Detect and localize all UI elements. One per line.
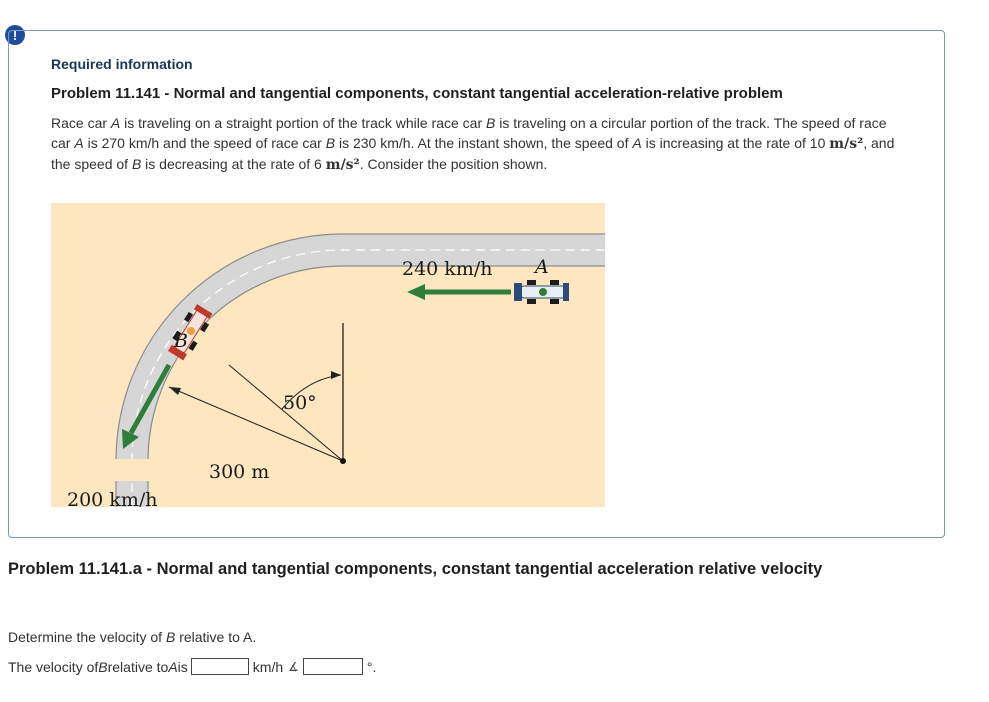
required-information-panel: Required information Problem 11.141 - No… <box>8 30 945 538</box>
problem-title: Problem 11.141 - Normal and tangential c… <box>51 85 783 102</box>
problem-statement: Race car A is traveling on a straight po… <box>51 115 895 173</box>
subproblem-title: Problem 11.141.a - Normal and tangential… <box>8 560 823 578</box>
speed-b-label: 200 km/h <box>67 489 157 507</box>
speed-a-label: 240 km/h <box>402 258 492 280</box>
angle-line <box>228 364 344 462</box>
race-car-a <box>514 280 569 304</box>
angle-arc-arrowhead <box>331 371 341 379</box>
center-point <box>340 458 346 464</box>
label-patch <box>65 459 167 481</box>
velocity-magnitude-input[interactable] <box>190 658 249 675</box>
unit-accel-a: m/s² <box>829 136 864 152</box>
car-b-label: B <box>173 330 188 352</box>
unit-accel-b: m/s² <box>325 157 360 173</box>
unit-kmh-label: km/h <box>252 658 284 675</box>
required-information-label: Required information <box>51 56 193 72</box>
angle-icon: ∡ <box>288 659 299 674</box>
radius-label: 300 m <box>209 461 269 483</box>
velocity-angle-input[interactable] <box>302 658 363 675</box>
radius-arrowhead <box>169 387 181 395</box>
angle-label: 50° <box>283 392 317 414</box>
answer-row: The velocity of B relative to A is km/h … <box>8 658 377 675</box>
question-text: Determine the velocity of B relative to … <box>8 629 257 645</box>
velocity-arrow-a-head <box>407 284 425 300</box>
race-track-figure: 240 km/h A B 50° 300 m 200 km/h <box>51 203 605 507</box>
track-diagram: 240 km/h A B 50° 300 m 200 km/h <box>65 233 605 507</box>
track-surface <box>116 234 605 507</box>
car-a-label: A <box>533 256 549 278</box>
track-centerline <box>131 249 605 507</box>
velocity-arrow-b-head <box>122 429 139 449</box>
degree-unit-label: °. <box>366 658 377 675</box>
radius-line <box>168 386 344 462</box>
race-car-b <box>167 304 213 361</box>
track-outer-edge <box>115 233 344 507</box>
track-inner-edge <box>147 265 344 507</box>
velocity-arrow-b-shaft <box>128 363 172 435</box>
